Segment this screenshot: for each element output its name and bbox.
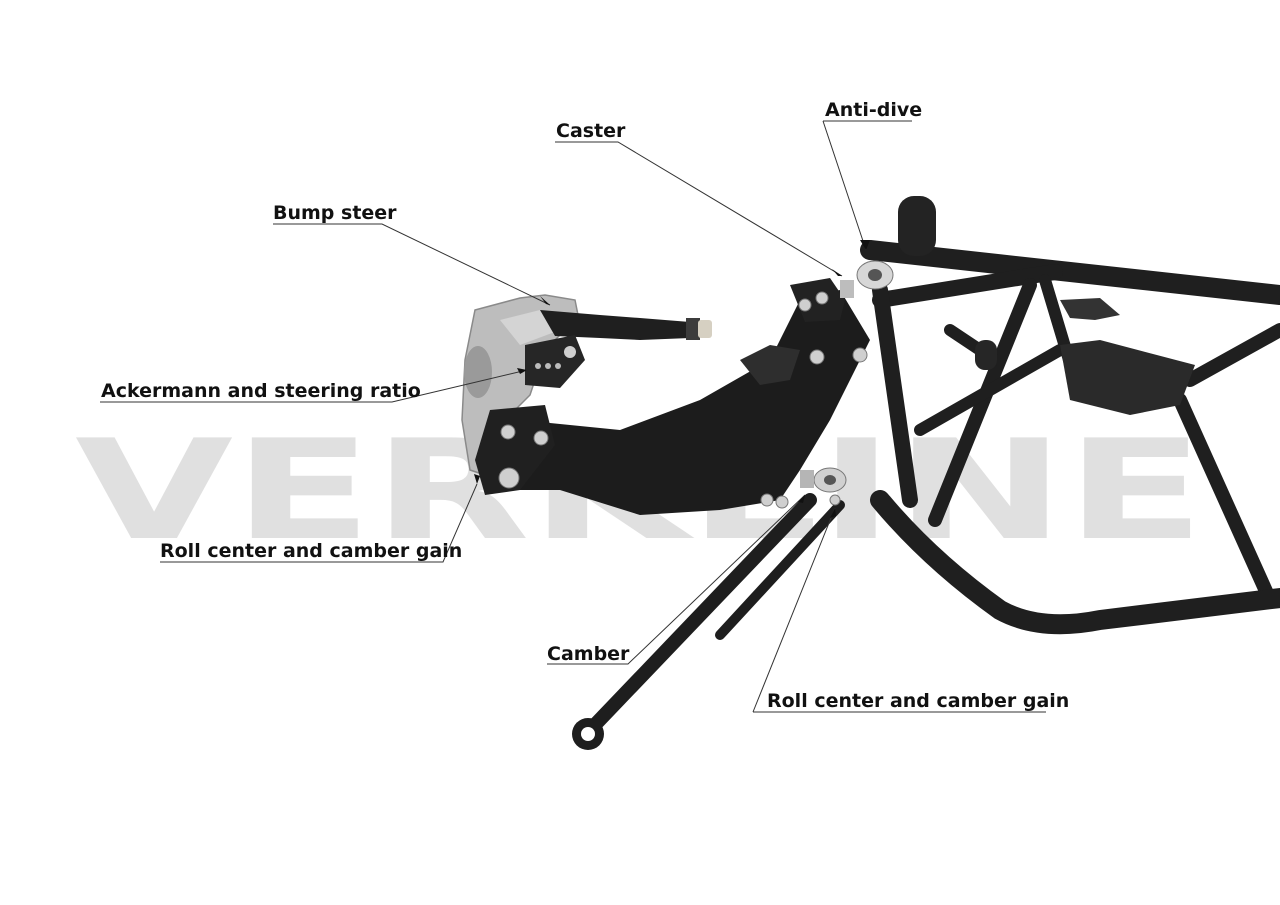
callout-ackermann: Ackermann and steering ratio [101, 380, 421, 402]
upright-block [475, 405, 555, 495]
frame-top-rail [860, 240, 1280, 305]
frame-side-brace [1183, 323, 1280, 387]
leader-bump-steer [273, 223, 551, 306]
heim-joints [800, 260, 894, 493]
frame-inner-brace [914, 344, 1066, 436]
frame-front-post [872, 282, 918, 508]
chassis-frame [860, 240, 1280, 635]
frame-cap [898, 196, 936, 256]
frame-stub-cap [975, 340, 997, 370]
frame-lower-rail [870, 490, 1280, 635]
leader-caster [555, 141, 843, 277]
leader-roll-center-left [160, 483, 478, 563]
bracket-tab [1060, 298, 1120, 320]
callout-camber: Camber [547, 643, 630, 665]
lower-link [572, 493, 845, 750]
tie-rod-end [698, 320, 712, 338]
leader-lines [100, 120, 1046, 713]
tie-rod [540, 310, 712, 340]
leader-camber [547, 494, 806, 665]
leader-ackermann [100, 369, 528, 403]
callout-bump-steer: Bump steer [273, 202, 397, 224]
bolts [498, 291, 868, 509]
leader-arrowheads [474, 240, 870, 518]
frame-diagonal-a [928, 278, 1037, 527]
callout-roll-center-right: Roll center and camber gain [767, 690, 1070, 712]
callout-caster: Caster [556, 120, 626, 142]
frame-bracket [1060, 340, 1195, 415]
frame-rear-post [1173, 393, 1277, 607]
ackermann-plate [525, 335, 585, 388]
frame-upper-crossbar [872, 264, 1063, 308]
callout-anti-dive: Anti-dive [825, 99, 923, 121]
callout-roll-center-left: Roll center and camber gain [160, 540, 463, 562]
